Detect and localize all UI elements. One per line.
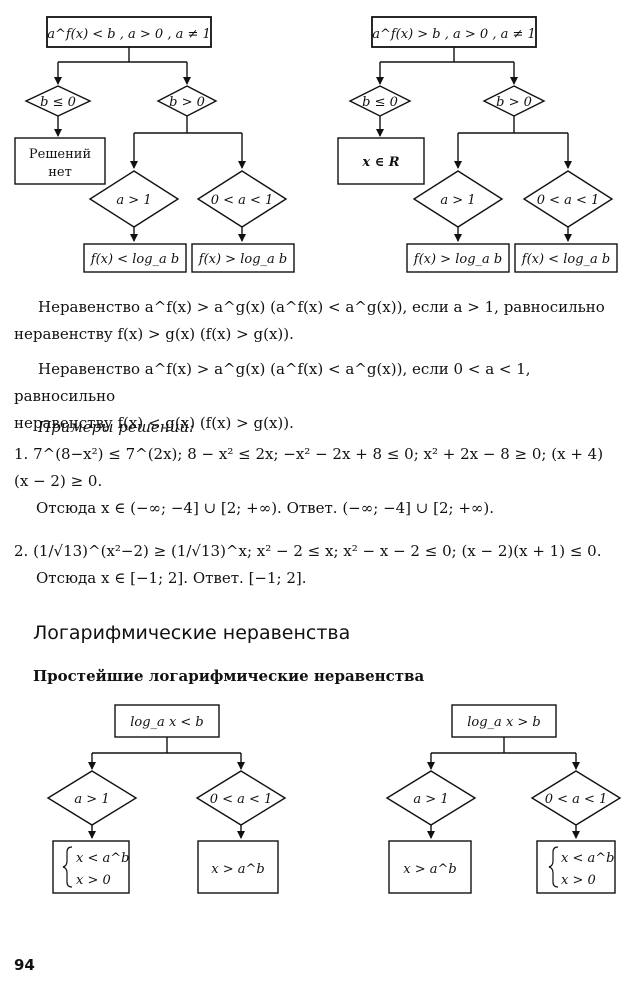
bl-root: log_a x < b <box>130 715 204 730</box>
example-2-line2: Отсюда x ∈ [−1; 2]. Ответ. [−1; 2]. <box>36 569 307 587</box>
section-title: Логарифмические неравенства <box>33 622 351 644</box>
tr-b-gt0: b > 0 <box>496 95 532 110</box>
tr-root: a^f(x) > b , a > 0 , a ≠ 1 <box>372 27 536 42</box>
subsection-title: Простейшие логарифмические неравенства <box>33 667 425 685</box>
tl-a-gt1: a > 1 <box>116 193 151 208</box>
rule-a-lt1: Неравенство a^f(x) > a^g(x) (a^f(x) < a^… <box>14 356 614 437</box>
example-2-line1: 2. (1/√13)^(x²−2) ≥ (1/√13)^x; x² − 2 ≤ … <box>14 542 602 560</box>
tr-a-gt1: a > 1 <box>440 193 475 208</box>
tr-res1: f(x) > log_a b <box>413 252 502 267</box>
rule-a-lt1-line1: Неравенство a^f(x) > a^g(x) (a^f(x) < a^… <box>14 360 531 405</box>
br-a-between: 0 < a < 1 <box>545 792 608 807</box>
br-sys-2: x > 0 <box>561 873 596 888</box>
tl-no-sol-2: нет <box>48 165 72 180</box>
bl-a-between: 0 < a < 1 <box>210 792 273 807</box>
tl-res2: f(x) > log_a b <box>198 252 287 267</box>
examples-heading: Примеры решений: <box>38 418 195 436</box>
rule-a-gt1: Неравенство a^f(x) > a^g(x) (a^f(x) < a^… <box>14 294 614 348</box>
tr-b-le0: b ≤ 0 <box>362 95 398 110</box>
br-sys-1: x < a^b <box>561 851 614 866</box>
br-a-gt1: a > 1 <box>413 792 448 807</box>
tr-a-between: 0 < a < 1 <box>537 193 600 208</box>
rule-a-lt1-line2: неравенству f(x) < g(x) (f(x) > g(x)). <box>14 414 294 432</box>
bl-res2: x > a^b <box>211 862 264 877</box>
tr-res2: f(x) < log_a b <box>521 252 610 267</box>
page-number: 94 <box>14 956 35 974</box>
example-1-line1: 1. 7^(8−x²) ≤ 7^(2x); 8 − x² ≤ 2x; −x² −… <box>14 445 604 490</box>
bottom-flowcharts: log_a x < b a > 1 0 < a < 1 x < a^b x > … <box>46 704 622 894</box>
bl-a-gt1: a > 1 <box>74 792 109 807</box>
tl-b-le0: b ≤ 0 <box>40 95 76 110</box>
br-res1: x > a^b <box>403 862 456 877</box>
bl-sys-2: x > 0 <box>76 873 111 888</box>
rule-a-gt1-line2: неравенству f(x) > g(x) (f(x) > g(x)). <box>14 325 294 343</box>
tr-all-real: x ∈ R <box>361 155 399 170</box>
tl-no-sol-1: Решений <box>29 147 91 162</box>
example-1-line2: Отсюда x ∈ (−∞; −4] ∪ [2; +∞). Ответ. (−… <box>36 499 495 517</box>
rule-a-gt1-line1: Неравенство a^f(x) > a^g(x) (a^f(x) < a^… <box>38 298 605 316</box>
tl-res1: f(x) < log_a b <box>90 252 179 267</box>
top-flowcharts: a^f(x) < b , a > 0 , a ≠ 1 b ≤ 0 b > 0 Р… <box>14 16 618 273</box>
examples: Примеры решений: 1. 7^(8−x²) ≤ 7^(2x); 8… <box>14 414 614 592</box>
tl-root: a^f(x) < b , a > 0 , a ≠ 1 <box>47 27 211 42</box>
bl-sys-1: x < a^b <box>76 851 129 866</box>
tl-b-gt0: b > 0 <box>169 95 205 110</box>
tl-a-between: 0 < a < 1 <box>211 193 274 208</box>
br-root: log_a x > b <box>467 715 541 730</box>
